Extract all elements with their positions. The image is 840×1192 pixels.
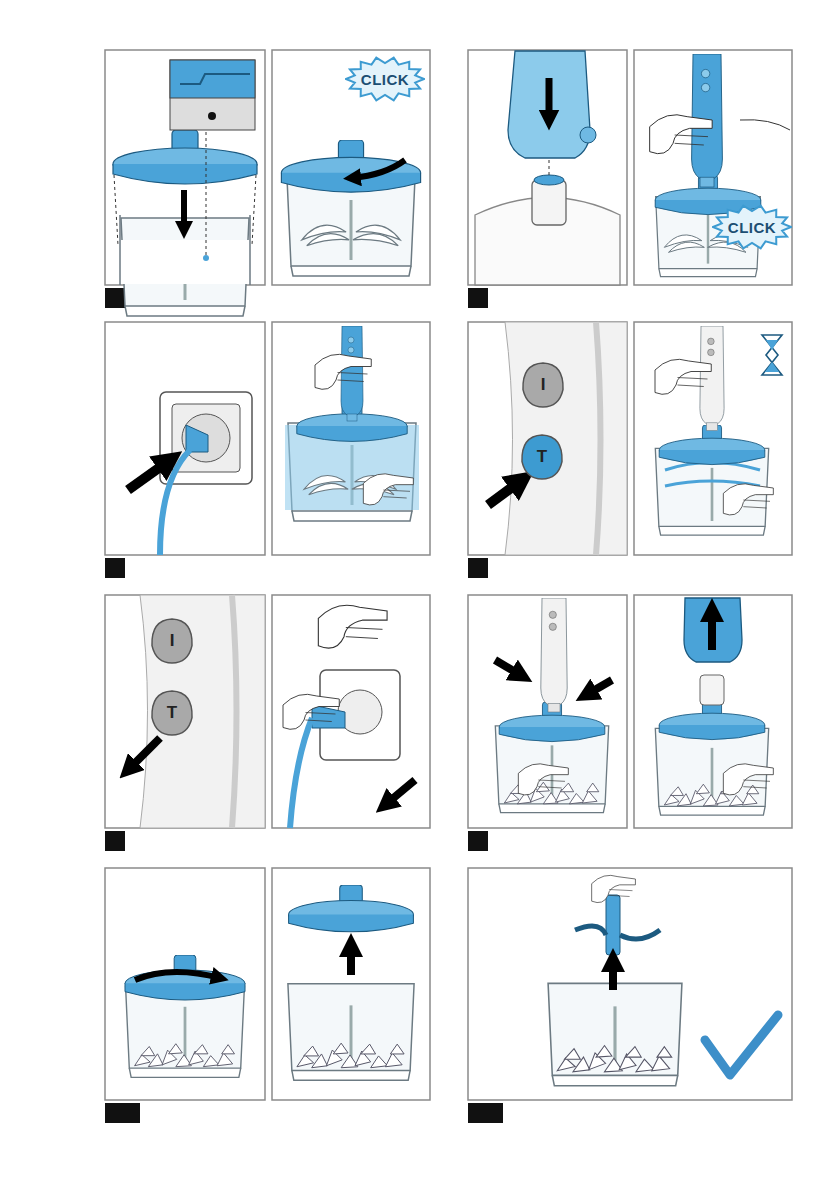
control-button: T <box>150 690 194 736</box>
button-symbol: T <box>537 447 547 467</box>
button-symbol: I <box>541 375 546 395</box>
click-burst: CLICK <box>712 204 792 250</box>
click-burst: CLICK <box>345 56 425 102</box>
button-symbol: T <box>167 703 177 723</box>
button-symbol: I <box>170 631 175 651</box>
control-button: I <box>521 362 565 408</box>
click-text: CLICK <box>728 219 776 236</box>
control-button: T <box>520 434 564 480</box>
control-button: I <box>150 618 194 664</box>
click-text: CLICK <box>361 71 409 88</box>
